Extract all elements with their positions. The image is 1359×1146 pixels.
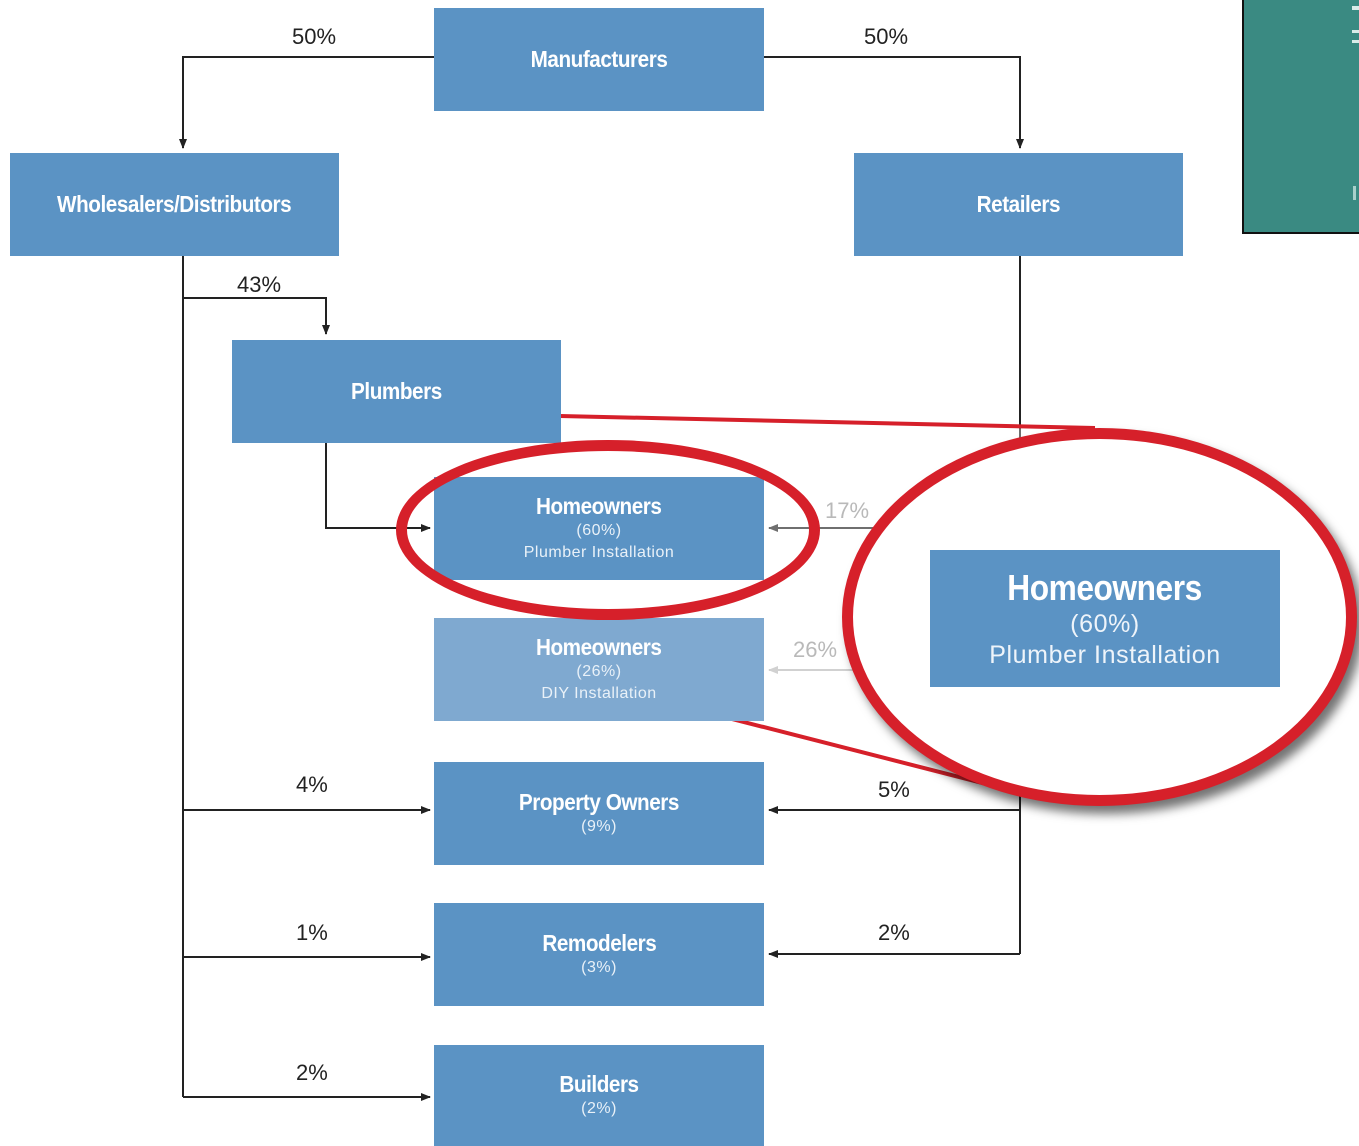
node-title: Property Owners [518, 789, 680, 815]
node-title: Remodelers [541, 930, 656, 956]
node-title: Wholesalers/Distributors [57, 191, 292, 217]
thumbnail-mark [1352, 30, 1359, 33]
node-title: Retailers [976, 191, 1061, 217]
highlight-circle [396, 440, 820, 620]
flow-label: 4% [296, 772, 328, 797]
flow-label: 17% [825, 498, 870, 523]
node-share: (26%) [576, 663, 622, 680]
node-title: Homeowners [536, 634, 662, 660]
node-title: Plumbers [351, 378, 442, 404]
edge-wholesalers-plumbers [183, 297, 330, 335]
node-share: (3%) [581, 959, 617, 976]
zoom-title: Homeowners [1007, 566, 1203, 608]
node-plumbers: Plumbers [232, 340, 561, 443]
flow-label: 5% [878, 777, 910, 802]
node-title: Manufacturers [530, 46, 668, 72]
node-builders: Builders (2%) [434, 1045, 764, 1146]
zoom-callout: Homeowners (60%) Plumber Installation [842, 428, 1357, 806]
flow-label: 43% [237, 272, 282, 297]
flow-label: 2% [296, 1060, 328, 1085]
edge-manufacturers-retailers [764, 56, 1024, 149]
node-wholesalers: Wholesalers/Distributors [10, 153, 339, 256]
node-title: Builders [559, 1071, 639, 1097]
zoom-note: Plumber Installation [989, 640, 1221, 669]
zoom-node-homeowners: Homeowners (60%) Plumber Installation [930, 550, 1280, 687]
document-thumbnail [1242, 0, 1359, 234]
edge-plumbers-homeowners [325, 443, 431, 532]
flow-label: 50% [864, 24, 909, 49]
thumbnail-mark [1352, 40, 1359, 43]
node-homeowners-diy: Homeowners (26%) DIY Installation [434, 618, 764, 721]
node-manufacturers: Manufacturers [434, 8, 764, 111]
zoom-share: (60%) [1070, 609, 1140, 638]
node-share: (2%) [581, 1100, 617, 1117]
node-note: DIY Installation [541, 685, 657, 702]
edge-manufacturers-wholesalers [179, 56, 434, 149]
thumbnail-mark [1353, 186, 1356, 200]
node-property-owners: Property Owners (9%) [434, 762, 764, 865]
flow-label: 26% [793, 637, 838, 662]
flow-label: 50% [292, 24, 337, 49]
node-retailers: Retailers [854, 153, 1183, 256]
node-share: (9%) [581, 818, 617, 835]
flow-label: 1% [296, 920, 328, 945]
flow-label: 2% [878, 920, 910, 945]
thumbnail-mark [1352, 6, 1359, 10]
node-remodelers: Remodelers (3%) [434, 903, 764, 1006]
